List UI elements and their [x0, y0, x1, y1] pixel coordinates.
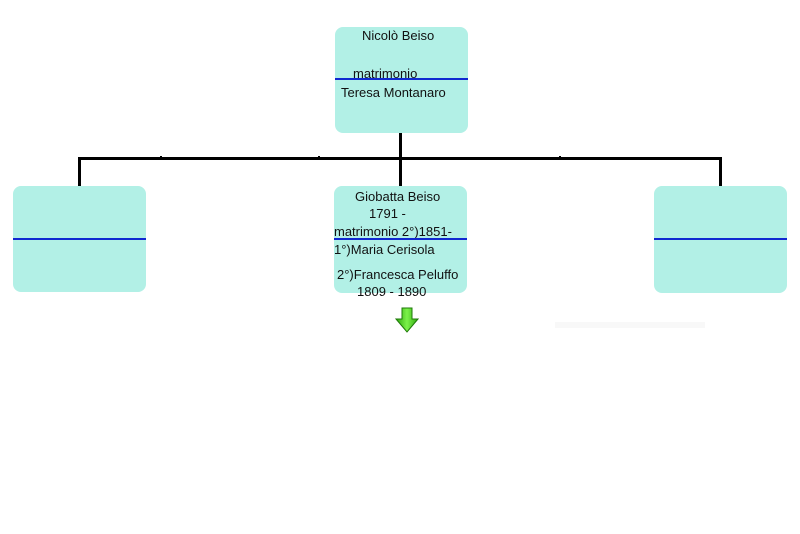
child-node-center[interactable]: Giobatta Beiso 1791 - matrimonio 2°)1851…	[334, 186, 467, 299]
connector-tick	[160, 156, 162, 159]
child-center-divider	[334, 238, 467, 240]
child-center-name: Giobatta Beiso	[355, 189, 441, 204]
child-center-marriage-label: matrimonio 2°)1851-	[334, 224, 452, 239]
connector-right-child	[719, 157, 722, 187]
child-center-dates: 1791 -	[369, 206, 406, 221]
child-center-spouse-2-dates: 1809 - 1890	[357, 284, 427, 299]
faint-artifact	[555, 322, 705, 328]
child-node-right[interactable]	[654, 186, 787, 293]
connector-tick	[318, 156, 320, 159]
connector-center-child	[399, 157, 402, 187]
root-person-name: Nicolò Beiso	[362, 28, 435, 43]
connector-root-down	[399, 132, 402, 159]
connector-left-child	[78, 157, 81, 187]
child-center-spouse-1: 1°)Maria Cerisola	[334, 242, 435, 257]
green-down-arrow-icon[interactable]	[395, 307, 419, 333]
child-node-left[interactable]	[13, 186, 146, 292]
root-spouse-name: Teresa Montanaro	[341, 85, 446, 100]
root-divider	[335, 78, 468, 80]
connector-tick	[559, 156, 561, 159]
root-person-node[interactable]: Nicolò Beiso matrimonio Teresa Montanaro	[335, 27, 468, 133]
child-left-divider	[13, 238, 146, 240]
root-marriage-label: matrimonio	[353, 66, 418, 81]
child-center-spouse-2: 2°)Francesca Peluffo	[337, 267, 459, 282]
child-right-divider	[654, 238, 787, 240]
